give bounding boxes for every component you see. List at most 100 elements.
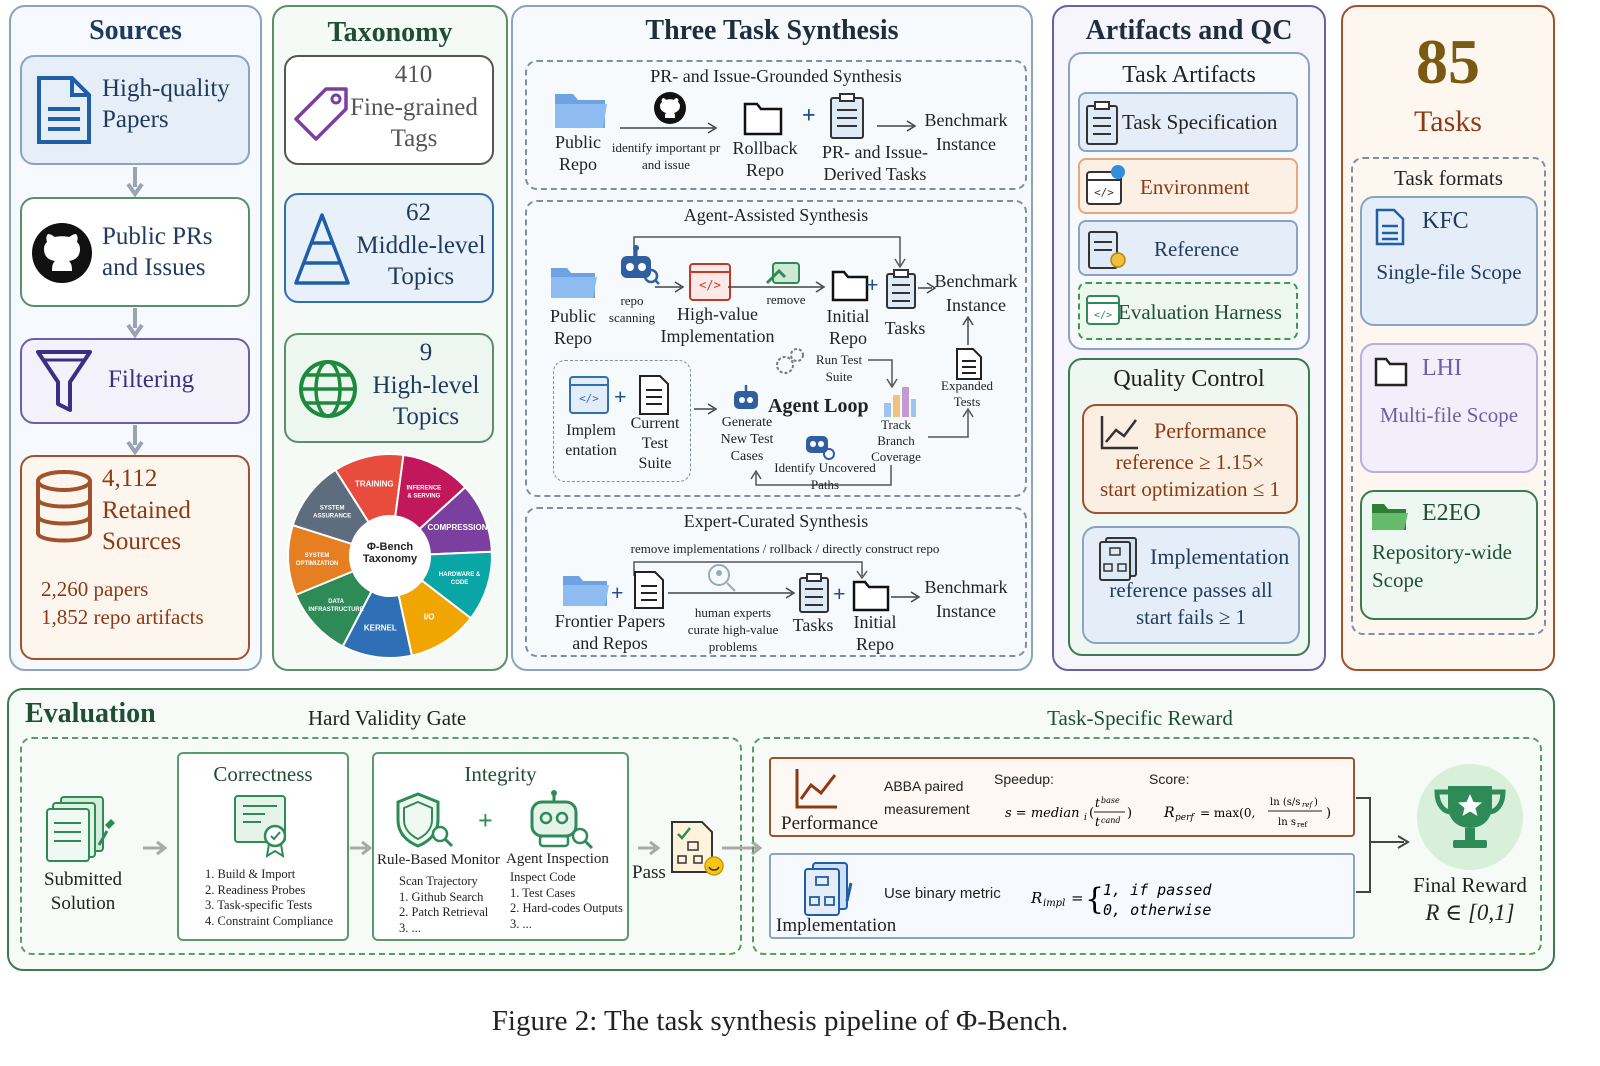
repo-count: 1,852 repo artifacts bbox=[41, 605, 204, 629]
plus-icon: + bbox=[611, 580, 624, 605]
format-kfc-scope: Single-file Scope bbox=[1376, 260, 1522, 284]
integrity-box: Integrity + Rule-Based Monitor Scan Traj… bbox=[372, 752, 629, 941]
agent-inspection-sub: Inspect Code bbox=[510, 870, 576, 884]
green-folder-icon bbox=[1372, 504, 1408, 530]
mid-label: Middle-level Topics bbox=[356, 232, 486, 290]
svg-text:ref: ref bbox=[1297, 821, 1308, 829]
correctness-item: 4. Constraint Compliance bbox=[205, 913, 334, 928]
format-kfc: KFC Single-file Scope bbox=[1360, 196, 1538, 326]
svg-text:ln (s/s: ln (s/s bbox=[1270, 797, 1300, 808]
pr-public-repo: Public Repo bbox=[554, 132, 601, 174]
format-e2eo-label: E2EO bbox=[1422, 500, 1481, 526]
svg-text:</>: </> bbox=[579, 392, 599, 405]
svg-text:cand: cand bbox=[1101, 816, 1121, 825]
format-lhi-scope: Multi-file Scope bbox=[1379, 403, 1519, 427]
robot-icon bbox=[806, 436, 835, 460]
papers-card-label: High-quality Papers bbox=[102, 75, 230, 133]
prs-card-label: Public PRs and Issues bbox=[102, 223, 213, 281]
test-doc-icon bbox=[639, 375, 669, 415]
expanded-arrow bbox=[928, 407, 974, 438]
expert-initial-repo: Initial Repo bbox=[853, 612, 897, 654]
artifacts-title: Artifacts and QC bbox=[1085, 15, 1293, 46]
agent-synthesis-title: Agent-Assisted Synthesis bbox=[683, 205, 869, 225]
wheel-center bbox=[350, 516, 430, 596]
implementation-label: Implementation bbox=[776, 915, 897, 936]
funnel-icon bbox=[36, 350, 92, 412]
certificate-icon bbox=[234, 795, 287, 859]
down-arrow-2 bbox=[126, 308, 144, 339]
tasks-count: 85 bbox=[1416, 26, 1480, 97]
document-icon bbox=[1375, 208, 1405, 246]
rule-monitor-item: 1. Github Search bbox=[399, 889, 484, 904]
expert-benchmark: Benchmark Instance bbox=[924, 577, 1008, 621]
impl-suite-box bbox=[553, 360, 691, 482]
svg-text:perf: perf bbox=[1175, 813, 1195, 823]
chart-line-icon bbox=[1100, 416, 1138, 450]
wheel-segment-label: INFERENCE& SERVING bbox=[406, 485, 441, 499]
agent-inspection-title: Agent Inspection bbox=[506, 851, 609, 867]
svg-text:): ) bbox=[1326, 806, 1331, 821]
gray-arrow bbox=[143, 840, 168, 856]
pass-label: Pass bbox=[632, 862, 666, 883]
folder-outline-icon bbox=[743, 102, 783, 136]
task-formats-box bbox=[1351, 157, 1546, 635]
final-reward-label: Final Reward bbox=[1413, 873, 1527, 897]
remove-icon bbox=[765, 262, 800, 285]
arrow bbox=[877, 120, 917, 132]
agent-current-suite: Current Test Suite bbox=[630, 415, 680, 472]
agent-implementation: Implem entation bbox=[565, 422, 617, 459]
globe-icon bbox=[299, 360, 357, 418]
svg-text:</>: </> bbox=[699, 278, 721, 292]
wheel-segment-label: I/O bbox=[424, 613, 435, 622]
pyramid-icon bbox=[294, 213, 350, 285]
retained-label: Retained Sources bbox=[102, 497, 191, 555]
format-lhi: LHI Multi-file Scope bbox=[1360, 343, 1538, 473]
chart-line-icon bbox=[795, 769, 837, 809]
plus-icon: + bbox=[802, 103, 816, 129]
qc-implementation: Implementation reference passes all star… bbox=[1082, 526, 1300, 644]
pr-identify: identify important pr and issue bbox=[611, 140, 721, 172]
tags-card: 410 Fine-grained Tags bbox=[284, 55, 494, 165]
svg-text:R: R bbox=[1030, 889, 1042, 907]
artifact-spec-label: Task Specification bbox=[1122, 110, 1278, 134]
correctness-item: 1. Build & Import bbox=[205, 867, 296, 881]
format-kfc-label: KFC bbox=[1422, 208, 1469, 234]
spec-doc-icon bbox=[1086, 101, 1118, 145]
tasks-label: Tasks bbox=[1414, 105, 1482, 138]
robot-icon bbox=[621, 245, 660, 285]
agent-loop-label: Agent Loop bbox=[768, 395, 869, 417]
expert-tasks: Tasks bbox=[792, 615, 834, 635]
gate-title: Hard Validity Gate bbox=[308, 706, 467, 730]
reward-box bbox=[752, 737, 1542, 955]
pass-flowchart-icon bbox=[671, 821, 724, 876]
flowchart-doc-icon bbox=[1099, 537, 1137, 581]
arrow bbox=[655, 281, 685, 293]
reward-bracket bbox=[1356, 797, 1410, 893]
task-list-icon bbox=[886, 269, 916, 309]
mid-card: 62 Middle-level Topics bbox=[284, 193, 494, 303]
qc-impl-title: Implementation bbox=[1150, 544, 1290, 569]
svg-text:t: t bbox=[1095, 815, 1100, 829]
binary-label: Use binary metric bbox=[884, 885, 1001, 902]
reference-doc-icon bbox=[1088, 231, 1126, 269]
correctness-item: 3. Task-specific Tests bbox=[205, 898, 313, 912]
pr-derived: PR- and Issue-Derived Tasks bbox=[822, 142, 928, 184]
github-small-icon bbox=[654, 92, 686, 124]
svg-text:): ) bbox=[1314, 797, 1318, 808]
folder-outline-icon bbox=[1374, 357, 1408, 387]
agent-inspection-item: 1. Test Cases bbox=[510, 885, 576, 900]
speedup-label: Speedup: bbox=[994, 771, 1054, 787]
tag-icon bbox=[294, 87, 348, 141]
svg-text:impl: impl bbox=[1043, 898, 1065, 909]
down-arrow-3 bbox=[126, 425, 144, 456]
svg-text:ln s: ln s bbox=[1278, 817, 1296, 828]
expert-frontier: Frontier Papers and Repos bbox=[554, 611, 666, 653]
robot-icon bbox=[734, 385, 758, 409]
folder-icon bbox=[563, 576, 609, 606]
artifact-reference: Reference bbox=[1078, 220, 1298, 276]
svg-text:= max(0,: = max(0, bbox=[1200, 806, 1255, 820]
agent-public-repo: Public Repo bbox=[549, 306, 596, 348]
artifact-spec: Task Specification bbox=[1078, 92, 1298, 152]
folder-icon bbox=[551, 268, 597, 298]
expert-human: human experts curate high-value problems bbox=[687, 605, 779, 654]
